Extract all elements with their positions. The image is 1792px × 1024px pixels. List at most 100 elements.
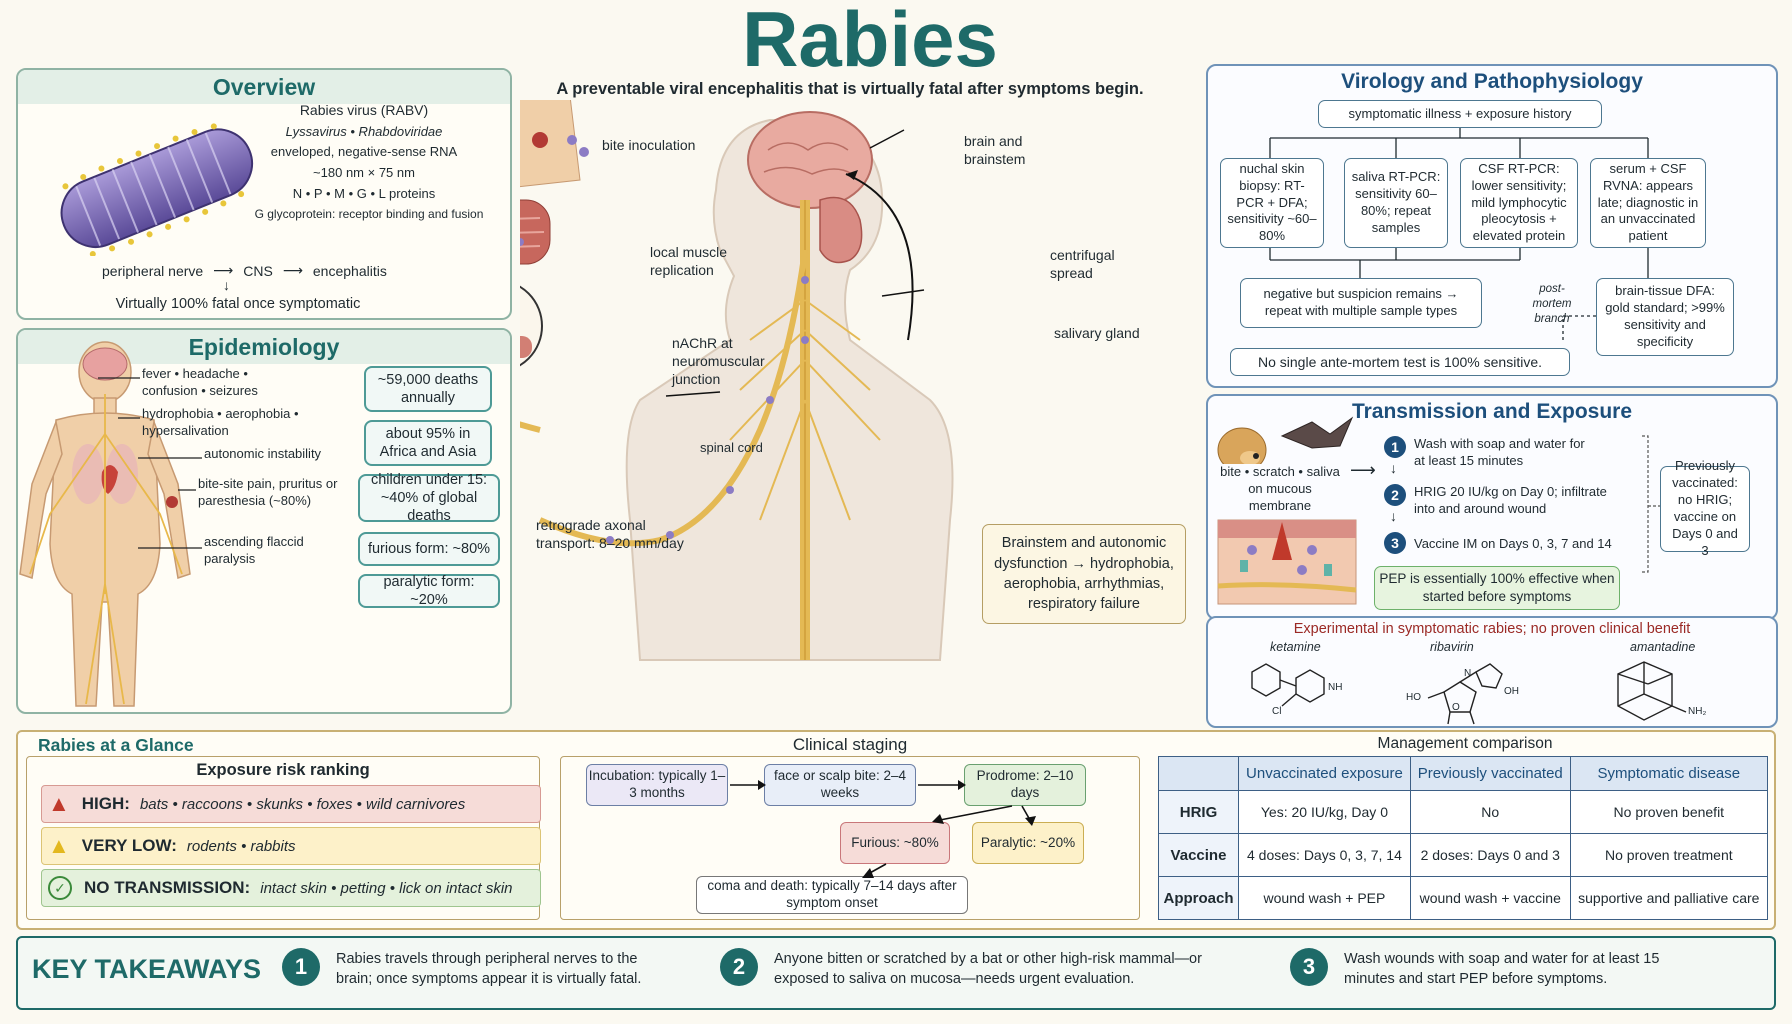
flow-encephalitis: encephalitis [312, 262, 387, 279]
cell: No proven treatment [1569, 833, 1769, 877]
takeaway-3-number: 3 [1290, 948, 1328, 986]
management-table: Unvaccinated exposure Previously vaccina… [1158, 756, 1769, 920]
takeaway-1-number: 1 [282, 948, 320, 986]
virology-connectors [1269, 128, 1649, 340]
table-row: Vaccine 4 doses: Days 0, 3, 7, 14 2 dose… [1158, 833, 1769, 877]
symptom-paralysis: ascending flaccid paralysis [204, 534, 304, 566]
overview-genome: enveloped, negative-sense RNA [270, 144, 458, 159]
cell: wound wash + PEP [1238, 876, 1411, 920]
virology-title: Virology and Pathophysiology [1341, 70, 1643, 93]
brainstem-dysfunction-box: Brainstem and autonomic dysfunction → hy… [982, 524, 1186, 624]
pathway-illustration [520, 100, 954, 661]
risk-high-row: ▲ HIGH: bats • raccoons • skunks • foxes… [41, 785, 541, 823]
row-label-approach: Approach [1158, 876, 1239, 920]
risk-none-items: intact skin • petting • lick on intact s… [260, 879, 513, 897]
staging-title: Clinical staging [792, 735, 908, 754]
overview-virus-name: Rabies virus (RABV) [299, 102, 429, 118]
risk-high-tag: HIGH: [81, 794, 130, 813]
test-csf: CSF RT-PCR: lower sensitivity; mild lymp… [1460, 158, 1578, 248]
human-body-illustration [19, 341, 191, 707]
negative-repeat-box: negative but suspicion remains → repeat … [1240, 278, 1482, 328]
experimental-panel: Experimental in symptomatic rabies; no p… [1206, 616, 1778, 728]
glance-title: Rabies at a Glance [38, 735, 194, 755]
cell: wound wash + vaccine [1409, 876, 1571, 920]
label-retrograde-transport: retrograde axonal transport: 8–20 mm/day [536, 517, 684, 552]
flow-peripheral-nerve: peripheral nerve [102, 262, 204, 279]
warning-yellow-icon: ▲ [48, 833, 70, 858]
risk-high-items: bats • raccoons • skunks • foxes • wild … [139, 795, 466, 813]
cell: 4 doses: Days 0, 3, 7, 14 [1238, 833, 1411, 877]
label-brain: brain and brainstem [964, 133, 1026, 168]
step-3-vaccine: Vaccine IM on Days 0, 3, 7 and 14 [1414, 536, 1612, 551]
arrow-down-icon: ↓ [1390, 460, 1397, 476]
epidemiology-panel: Epidemiology fever • headache • confusio… [16, 328, 512, 714]
no-single-test-note: No single ante-mortem test is 100% sensi… [1230, 348, 1570, 376]
risk-low-row: ▲ VERY LOW: rodents • rabbits [41, 827, 541, 865]
stat-deaths: ~59,000 deaths annually [364, 366, 492, 412]
label-salivary-gland: salivary gland [1054, 325, 1140, 341]
risk-panel: Exposure risk ranking ▲ HIGH: bats • rac… [26, 756, 541, 920]
flow-cns: CNS [243, 262, 273, 279]
amantadine-structure [1617, 661, 1687, 721]
transmission-title: Transmission and Exposure [1351, 400, 1633, 423]
stat-children: children under 15: ~40% of global deaths [358, 472, 500, 524]
staging-arrows [730, 780, 1036, 878]
arrow-right-icon: ⟶ [1350, 460, 1376, 480]
risk-low-items: rodents • rabbits [186, 837, 296, 855]
ketamine-atom-cl: Cl [1272, 706, 1282, 717]
stage-paralytic: Paralytic: ~20% [972, 822, 1084, 864]
label-nachr: nAChR at neuromuscular junction [672, 335, 765, 388]
header-symptomatic: Symptomatic disease [1569, 756, 1769, 791]
stat-furious: furious form: ~80% [358, 532, 500, 566]
table-row: HRIG Yes: 20 IU/kg, Day 0 No No proven b… [1158, 790, 1769, 834]
takeaway-3-text: Wash wounds with soap and water for at l… [1344, 951, 1660, 987]
stage-furious: Furious: ~80% [840, 822, 950, 864]
ribavirin-atom-n: N [1464, 668, 1472, 679]
overview-size: ~180 nm × 75 nm [313, 165, 415, 180]
label-muscle-replication: local muscle replication [650, 244, 728, 279]
virology-top-box: symptomatic illness + exposure history [1318, 100, 1602, 128]
overview-panel: Overview Rabies virus (RABV) Lyssavirus … [16, 68, 512, 320]
arrow-down-icon: ↓ [223, 277, 230, 293]
header-previously-vaccinated: Previously vaccinated [1409, 756, 1571, 791]
virus-illustration [60, 123, 254, 256]
overview-flow: peripheral nerve⟶ CNS⟶ encephalitis [102, 262, 387, 279]
drug-ketamine-label: ketamine [1270, 640, 1321, 654]
table-row: Approach wound wash + PEP wound wash + v… [1158, 876, 1769, 920]
test-saliva: saliva RT-PCR: sensitivity 60–80%; repea… [1344, 158, 1448, 248]
symptom-autonomic: autonomic instability [204, 446, 322, 461]
takeaway-2-text: Anyone bitten or scratched by a bat or o… [774, 951, 1202, 987]
drug-amantadine-label: amantadine [1630, 640, 1696, 654]
takeaway-1-text: Rabies travels through peripheral nerves… [336, 951, 642, 987]
arrow-down-icon: ↓ [1390, 508, 1397, 524]
step-3-number: 3 [1384, 532, 1406, 554]
arrow-right-icon: ⟶ [213, 262, 234, 278]
dog-bat-skin-illustration [1217, 416, 1357, 605]
warning-red-icon: ▲ [48, 791, 70, 816]
cell: supportive and palliative care [1569, 876, 1769, 920]
label-leader-lines [98, 377, 202, 549]
stage-incubation: Incubation: typically 1–3 months [586, 764, 728, 806]
overview-title: Overview [212, 74, 316, 100]
ribavirin-atom-oh: OH [1504, 686, 1519, 697]
previously-vaccinated-box: Previously vaccinated: no HRIG; vaccine … [1660, 458, 1750, 558]
stat-paralytic: paralytic form: ~20% [358, 574, 500, 608]
stage-face-bite: face or scalp bite: 2–4 weeks [764, 764, 916, 806]
epidemiology-title: Epidemiology [188, 334, 340, 360]
symptom-hydrophobia: hydrophobia • aerophobia • hypersalivati… [142, 406, 299, 438]
brain-dfa-box: brain-tissue DFA: gold standard; >99% se… [1596, 278, 1734, 356]
symptom-bite-site: bite-site pain, pruritus or paresthesia … [198, 476, 338, 508]
page-title: Rabies [742, 0, 998, 83]
overview-proteins: N • P • M • G • L proteins [292, 186, 436, 201]
cell: No proven benefit [1569, 790, 1769, 834]
cell: Yes: 20 IU/kg, Day 0 [1238, 790, 1411, 834]
risk-low-tag: VERY LOW: [81, 836, 177, 855]
ketamine-structure [1251, 663, 1325, 707]
transmission-panel: Transmission and Exposure bite • scratch… [1206, 394, 1778, 620]
symptom-fever: fever • headache • confusion • seizures [142, 366, 258, 398]
step-1-number: 1 [1384, 436, 1406, 458]
stage-coma-death: coma and death: typically 7–14 days afte… [696, 876, 968, 914]
amantadine-atom-nh2: NH₂ [1688, 706, 1707, 717]
virology-panel: Virology and Pathophysiology symptomatic… [1206, 64, 1778, 388]
label-bite-inoculation: bite inoculation [602, 137, 696, 153]
